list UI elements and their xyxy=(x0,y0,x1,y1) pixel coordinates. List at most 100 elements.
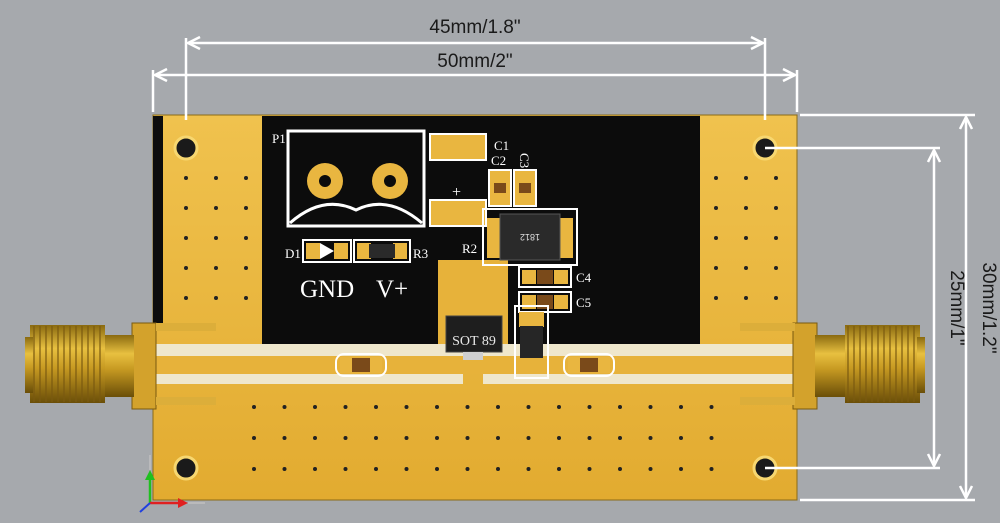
via xyxy=(774,236,778,240)
via xyxy=(313,467,317,471)
via xyxy=(184,206,188,210)
via xyxy=(587,467,592,471)
via xyxy=(374,436,378,440)
diode-d1: D1 xyxy=(285,239,352,263)
via xyxy=(465,405,470,409)
via xyxy=(714,296,718,300)
dimension-right-inner xyxy=(765,146,942,470)
via xyxy=(313,405,317,409)
sma-connector-right xyxy=(740,322,925,410)
via xyxy=(714,236,718,240)
dimension-top-inner xyxy=(184,35,767,120)
via xyxy=(709,467,714,471)
via xyxy=(526,436,531,440)
via xyxy=(744,176,748,180)
via xyxy=(679,405,683,409)
label-vplus: V+ xyxy=(376,276,408,303)
pcb-board xyxy=(152,114,798,501)
label-plus: + xyxy=(452,184,461,201)
via xyxy=(496,436,500,440)
via xyxy=(774,176,778,180)
label-r3: R3 xyxy=(413,246,428,261)
via xyxy=(252,467,256,471)
via xyxy=(679,467,683,471)
via xyxy=(709,436,714,440)
via xyxy=(244,266,248,270)
via xyxy=(343,467,348,471)
capacitor-c2: C2 xyxy=(488,153,512,207)
via xyxy=(714,176,718,180)
via xyxy=(282,467,287,471)
via xyxy=(618,467,622,471)
via-grid xyxy=(184,176,778,471)
via xyxy=(343,405,348,409)
capacitor-c4: C4 xyxy=(518,266,592,288)
via xyxy=(465,467,470,471)
via xyxy=(184,266,188,270)
via xyxy=(496,467,500,471)
via xyxy=(648,405,653,409)
via xyxy=(214,296,218,300)
dimension-label-25mm: 25mm/1" xyxy=(946,270,967,345)
via xyxy=(435,436,439,440)
via xyxy=(709,405,714,409)
label-r2: R2 xyxy=(462,241,477,256)
via xyxy=(526,405,531,409)
via xyxy=(714,206,718,210)
via xyxy=(374,467,378,471)
via xyxy=(214,236,218,240)
amp-marking: SOT 89 xyxy=(452,334,496,349)
via xyxy=(404,436,409,440)
via xyxy=(465,436,470,440)
via xyxy=(214,206,218,210)
via xyxy=(526,467,531,471)
via xyxy=(744,266,748,270)
sma-connector-left xyxy=(25,322,216,410)
via xyxy=(404,467,409,471)
capacitor-c3: C3 xyxy=(513,153,537,207)
dimension-label-50mm: 50mm/2" xyxy=(437,51,512,72)
via xyxy=(244,296,248,300)
via xyxy=(557,436,561,440)
via xyxy=(648,436,653,440)
via xyxy=(435,405,439,409)
terminal-block-p1: P1 xyxy=(272,129,426,228)
via xyxy=(214,176,218,180)
capacitor-c1: + C1 xyxy=(429,133,509,227)
label-gnd: GND xyxy=(300,276,354,303)
via xyxy=(587,405,592,409)
via xyxy=(244,206,248,210)
via xyxy=(404,405,409,409)
via xyxy=(774,296,778,300)
dimension-top-outer xyxy=(151,67,799,112)
label-c5: C5 xyxy=(576,295,591,310)
inductor-1812: 1812 R2 xyxy=(462,208,578,266)
via xyxy=(679,436,683,440)
resistor-r3: R3 xyxy=(353,239,428,263)
via xyxy=(282,405,287,409)
via xyxy=(648,467,653,471)
via xyxy=(252,436,256,440)
via xyxy=(618,436,622,440)
via xyxy=(184,296,188,300)
dimension-label-45mm: 45mm/1.8" xyxy=(429,17,520,38)
label-c2: C2 xyxy=(491,153,506,168)
label-p1: P1 xyxy=(272,131,286,146)
via xyxy=(214,266,218,270)
via xyxy=(313,436,317,440)
dimension-right-outer xyxy=(800,113,975,502)
via xyxy=(343,436,348,440)
via xyxy=(744,236,748,240)
via xyxy=(714,266,718,270)
inductor-marking: 1812 xyxy=(520,232,540,242)
label-c3: C3 xyxy=(517,153,532,168)
via xyxy=(774,266,778,270)
via xyxy=(184,236,188,240)
dimension-label-30mm: 30mm/1.2" xyxy=(978,262,999,353)
via xyxy=(184,176,188,180)
via xyxy=(618,405,622,409)
via xyxy=(587,436,592,440)
label-d1: D1 xyxy=(285,246,301,261)
label-c4: C4 xyxy=(576,270,592,285)
